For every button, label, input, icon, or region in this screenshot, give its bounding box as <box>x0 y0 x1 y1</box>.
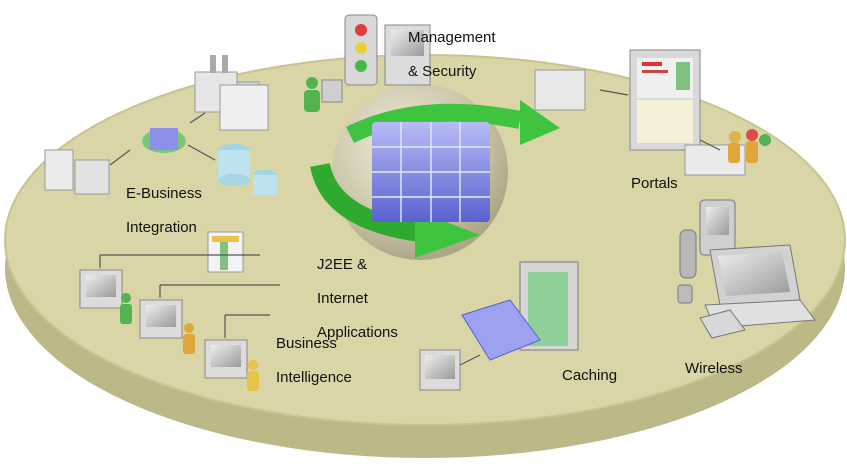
application-cubes-icon <box>372 122 490 222</box>
label-wireless: Wireless <box>685 343 743 394</box>
label-caching: Caching <box>562 350 617 401</box>
ebusiness-integration-icon <box>44 55 277 195</box>
wireless-devices-icon <box>677 199 816 339</box>
label-ebusiness-integration: E-Business Integration <box>126 168 202 253</box>
label-line: Integration <box>126 219 197 236</box>
label-line: Portals <box>631 175 678 192</box>
label-management-security: Management & Security <box>408 12 496 97</box>
label-line: Internet <box>317 290 368 307</box>
business-intelligence-icon <box>79 231 280 391</box>
label-line: E-Business <box>126 185 202 202</box>
label-line: Caching <box>562 367 618 384</box>
portals-icon <box>534 49 771 176</box>
label-line: Wireless <box>685 360 743 377</box>
label-line: Applications <box>317 324 398 341</box>
caching-icon <box>419 261 579 391</box>
label-business-intelligence: Business Intelligence <box>276 318 352 403</box>
label-j2ee-applications: J2EE & Internet Applications <box>317 239 398 358</box>
label-line: J2EE & <box>317 256 368 273</box>
management-security-icon <box>304 14 431 112</box>
label-line: Intelligence <box>276 369 352 386</box>
label-portals: Portals <box>631 158 678 209</box>
label-line: Business <box>276 335 337 352</box>
label-line: & Security <box>408 63 477 80</box>
label-line: Management <box>408 29 496 46</box>
